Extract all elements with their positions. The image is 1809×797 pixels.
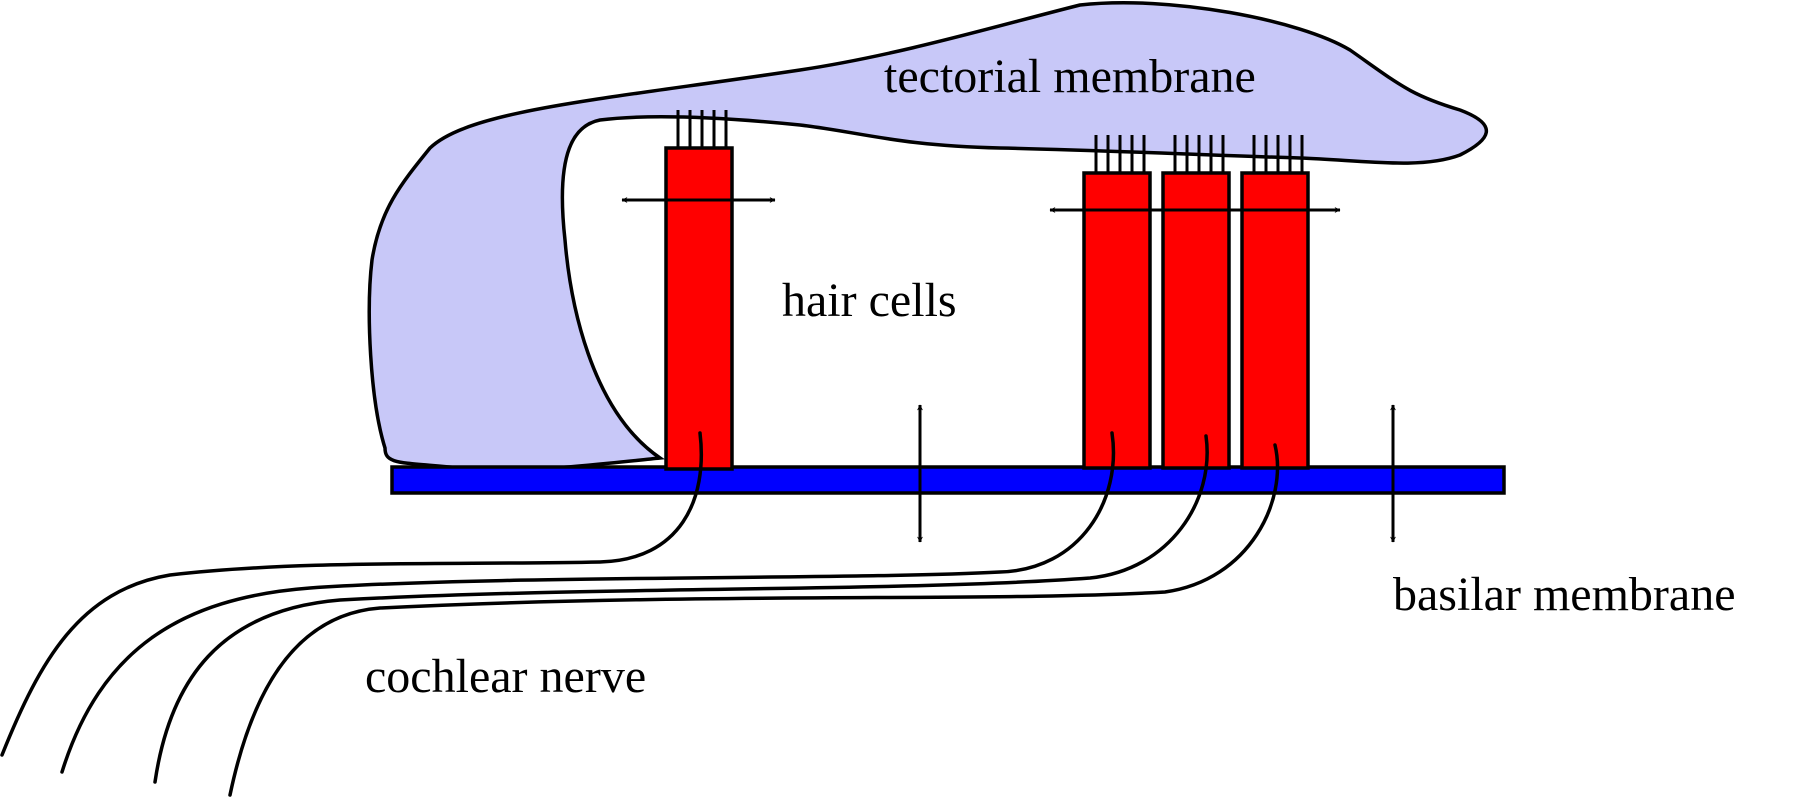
hair-cell-body [1082, 171, 1152, 470]
stereocilia [676, 110, 728, 150]
basilar-membrane-strip [390, 465, 1506, 495]
nerve-fiber-4 [228, 443, 1280, 797]
tectorial-membrane-label: tectorial membrane [884, 50, 1256, 103]
hair-cell-body [1161, 171, 1231, 470]
nerve-fiber-2 [60, 431, 1116, 774]
cochlear-nerve-fibers [0, 431, 1280, 797]
stereocilia [1252, 135, 1304, 175]
stereocilia [1094, 135, 1146, 175]
hair-cell-body [1240, 171, 1310, 470]
nerve-fiber-3 [153, 434, 1209, 784]
outer-hair-cell-1 [1082, 135, 1152, 470]
outer-hair-cell-3 [1240, 135, 1310, 470]
inner-hair-cell [664, 110, 734, 471]
stereocilia [1173, 135, 1225, 175]
hair-cell-body [664, 146, 734, 471]
outer-hair-cell-2 [1161, 135, 1231, 470]
cochlear-nerve-label: cochlear nerve [365, 650, 646, 703]
basilar-membrane-label: basilar membrane [1393, 568, 1736, 621]
hair-cells-label: hair cells [782, 274, 957, 327]
nerve-fiber-1 [0, 431, 703, 757]
